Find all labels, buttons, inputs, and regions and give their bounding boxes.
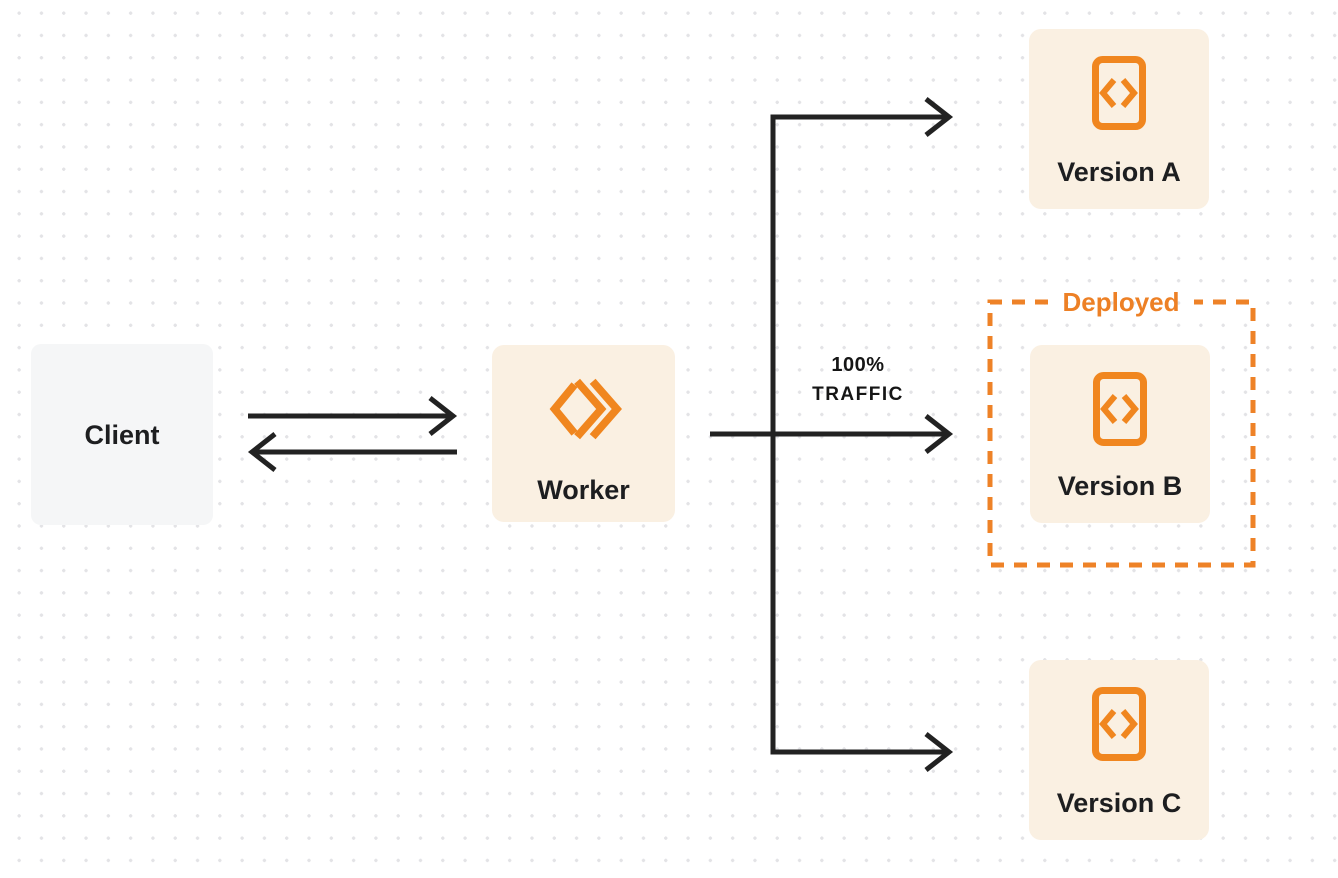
- version-b-node: Version B: [1030, 345, 1210, 523]
- version-b-label: Version B: [1057, 471, 1183, 501]
- arrowhead-worker-to-client: [247, 432, 277, 472]
- worker-node: Worker: [492, 345, 675, 522]
- code-file-icon: [1092, 687, 1146, 761]
- version-a-label: Version A: [1057, 157, 1181, 187]
- code-file-icon: [1092, 56, 1146, 130]
- traffic-annotation: 100% TRAFFIC: [780, 350, 936, 410]
- arrowhead-version-b: [924, 414, 954, 454]
- traffic-percent-text: 100%: [831, 354, 885, 376]
- code-file-icon: [1093, 372, 1147, 446]
- traffic-word-text: TRAFFIC: [812, 384, 904, 405]
- arrowhead-version-c: [924, 732, 954, 772]
- version-c-label: Version C: [1056, 788, 1182, 818]
- arrow-branch-trunk: [770, 114, 946, 755]
- arrowhead-client-to-worker: [428, 396, 458, 436]
- deployed-badge-label: Deployed: [1062, 287, 1180, 317]
- client-label: Client: [84, 419, 160, 450]
- worker-label: Worker: [537, 475, 630, 505]
- client-node: Client: [31, 344, 213, 525]
- version-c-node: Version C: [1029, 660, 1209, 840]
- worker-logo-icon: [549, 378, 622, 440]
- arrowhead-version-a: [924, 97, 954, 137]
- version-a-node: Version A: [1029, 29, 1209, 209]
